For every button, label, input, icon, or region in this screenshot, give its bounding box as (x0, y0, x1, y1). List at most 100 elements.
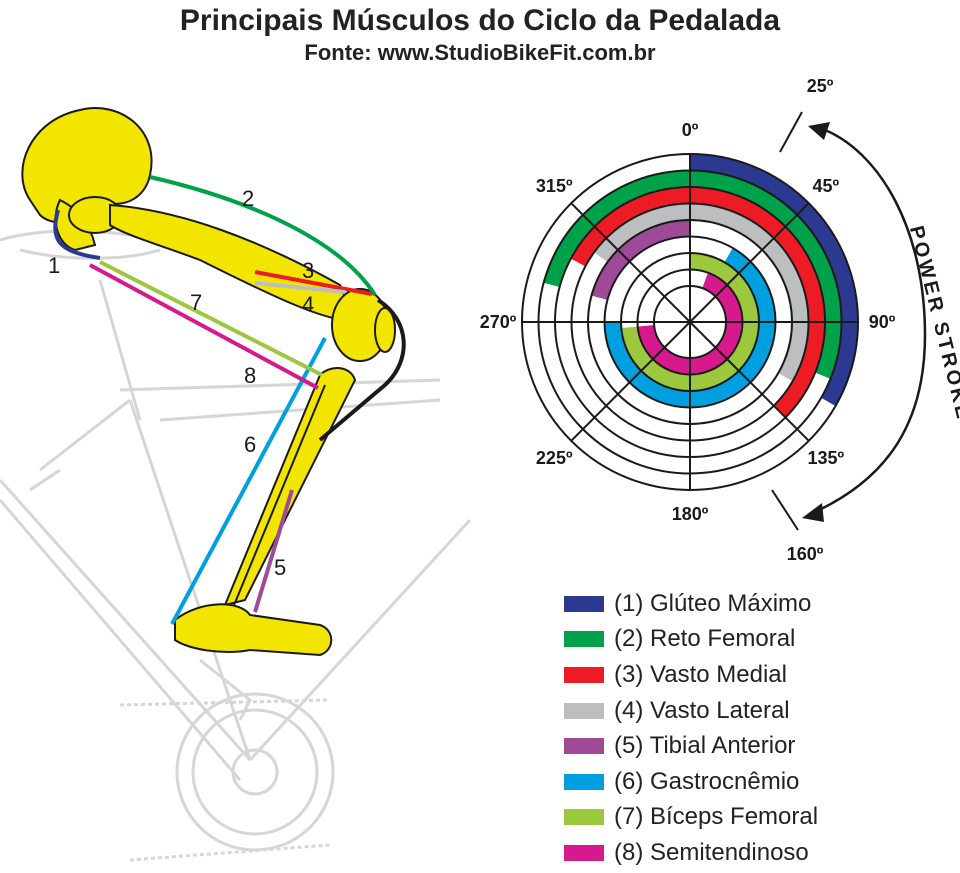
muscle-legend: (1) Glúteo Máximo (2) Reto Femoral (3) V… (564, 586, 818, 871)
angle-spokes (522, 154, 858, 490)
legend-swatch (564, 631, 604, 648)
angle-label: 270º (480, 312, 517, 332)
muscle-line-3 (254, 270, 373, 296)
angle-label: 180º (672, 504, 709, 524)
knee-tendon (318, 298, 406, 442)
muscle-arc-8 (638, 273, 742, 374)
muscle-line-7 (99, 260, 323, 377)
legend-label: (7) Bíceps Femoral (614, 803, 819, 831)
legend-swatch (564, 773, 604, 790)
muscle-arc-3 (689, 187, 825, 418)
legend-swatch (564, 666, 604, 683)
muscle-arc-4 (594, 204, 691, 262)
legend-item: (4) Vasto Lateral (564, 693, 818, 729)
leg-label-7: 7 (190, 290, 202, 315)
legend-item: (8) Semitendinoso (564, 835, 818, 871)
figure-source: Fonte: www.StudioBikeFit.com.br (304, 40, 656, 65)
legend-swatch (564, 809, 604, 826)
power-stroke-start-tick (779, 111, 803, 153)
patella (374, 307, 396, 353)
muscle-arc-4 (689, 204, 808, 381)
chainring-inner (191, 708, 319, 836)
legend-item: (6) Gastrocnêmio (564, 764, 818, 800)
crank-spider (231, 748, 279, 796)
power-stroke-start-label: 25º (807, 76, 834, 96)
legend-item: (5) Tibial Anterior (564, 728, 818, 764)
seat-stay (39, 398, 131, 472)
legend-swatch (564, 738, 604, 755)
legend-item: (3) Vasto Medial (564, 657, 818, 693)
bicycle-frame (0, 229, 472, 862)
leg-label-5: 5 (274, 555, 286, 580)
angle-labels: 0º 45º 90º 135º 180º 225º 270º 315º (480, 120, 896, 524)
muscle-arc-3 (571, 187, 691, 267)
leg-label-6: 6 (244, 432, 256, 457)
muscle-lines (53, 175, 377, 625)
muscle-arc-6 (605, 248, 775, 407)
crank-arm (199, 658, 252, 721)
seat-post (98, 279, 142, 421)
muscle-line-8 (89, 263, 319, 390)
legend-label: (1) Glúteo Máximo (614, 589, 812, 617)
angle-spoke (570, 321, 691, 442)
foot (174, 603, 333, 657)
legend-label: (6) Gastrocnêmio (614, 767, 800, 795)
muscle-arc-5 (591, 220, 691, 300)
angle-label: 90º (869, 312, 896, 332)
chain-stay-inner (0, 499, 242, 781)
leg-label-4: 4 (302, 292, 314, 317)
leg-skeleton (21, 107, 396, 657)
power-stroke-label: POWER STROKE (905, 224, 960, 424)
angle-label: 45º (812, 176, 839, 196)
legend-item: (7) Bíceps Femoral (564, 800, 818, 836)
angle-spoke (570, 202, 691, 323)
chainring (175, 692, 335, 852)
leg-label-1: 1 (48, 253, 60, 278)
chain-top (119, 698, 331, 707)
pedal-cycle-chart: 0º 45º 90º 135º 180º 225º 270º 315º (480, 120, 896, 524)
brake-bridge (29, 468, 61, 492)
muscle-arc-2 (689, 171, 841, 379)
femur (109, 203, 357, 322)
legend-label: (5) Tibial Anterior (614, 732, 796, 760)
top-tube (119, 378, 441, 392)
power-stroke-arrowhead-bottom (802, 503, 824, 522)
leg-label-2: 2 (242, 186, 254, 211)
leg-labels: 1 2 3 4 5 6 7 8 (48, 186, 314, 580)
angle-label: 225º (536, 448, 573, 468)
power-stroke-arc (807, 126, 927, 517)
chain-bottom (129, 843, 331, 862)
muscle-line-1 (53, 209, 101, 260)
legend-swatch (564, 702, 604, 719)
legend-item: (1) Glúteo Máximo (564, 586, 818, 622)
leg-label-3: 3 (302, 258, 314, 283)
seat-tube (128, 399, 252, 761)
figure-title: Principais Músculos do Ciclo da Pedalada (179, 4, 781, 37)
legend-label: (3) Vasto Medial (614, 660, 787, 688)
power-stroke-end-tick (771, 489, 799, 531)
power-stroke-arrowhead-top (808, 122, 830, 140)
legend-swatch (564, 595, 604, 612)
leg-label-8: 8 (244, 363, 256, 388)
muscle-line-6 (170, 337, 327, 625)
top-tube-inner (159, 398, 441, 422)
power-stroke-end-label: 160º (787, 544, 824, 564)
muscle-line-4 (254, 281, 346, 294)
muscle-arc-1 (689, 154, 858, 406)
muscle-line-2 (149, 175, 377, 297)
legend-label: (2) Reto Femoral (614, 625, 796, 653)
fibula (231, 384, 326, 611)
angle-label: 315º (536, 176, 573, 196)
muscle-line-5 (253, 489, 294, 613)
legend-swatch (564, 844, 604, 861)
legend-label: (4) Vasto Lateral (614, 696, 790, 724)
angle-label: 135º (807, 448, 844, 468)
legend-label: (8) Semitendinoso (614, 838, 809, 866)
angle-spoke (689, 202, 810, 323)
angle-label: 0º (682, 120, 699, 140)
legend-item: (2) Reto Femoral (564, 622, 818, 658)
muscle-arc-2 (544, 171, 691, 288)
chain-stay (0, 479, 252, 761)
angle-spoke (689, 321, 810, 442)
